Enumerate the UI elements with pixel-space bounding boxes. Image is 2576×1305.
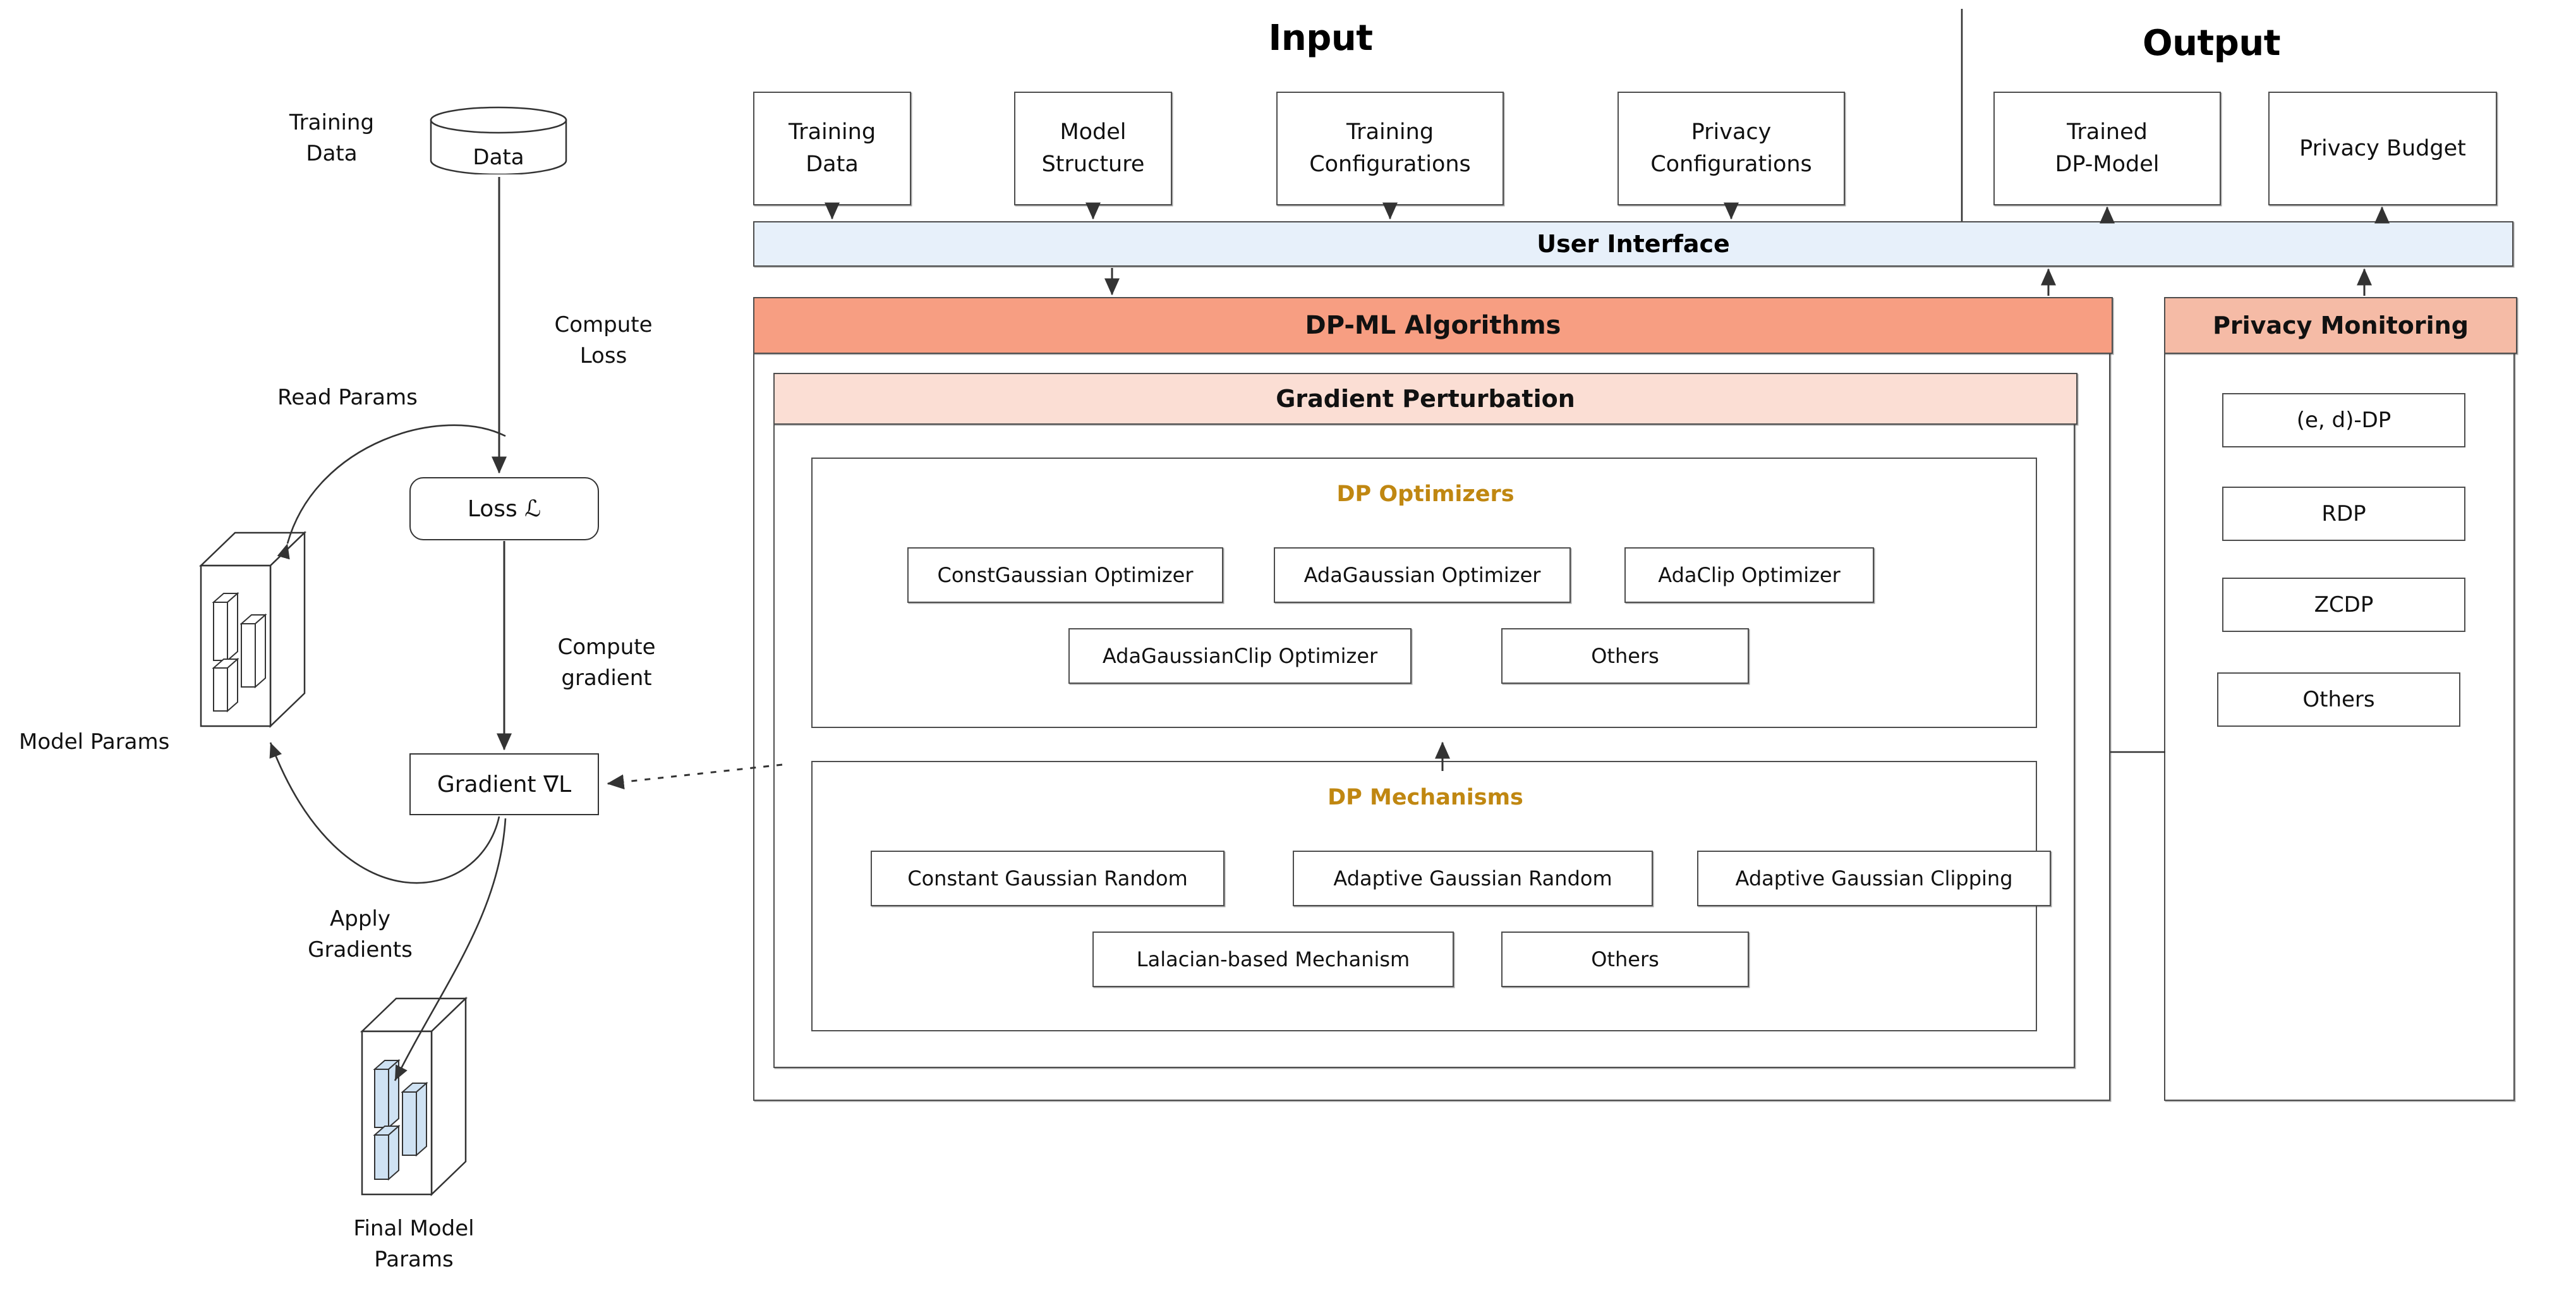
- dp-optimizers-title: DP Optimizers: [1336, 482, 1515, 507]
- dp-optimizer-constgaussian[interactable]: ConstGaussian Optimizer: [907, 547, 1223, 603]
- final-model-params-label: Final Model Params: [353, 1216, 475, 1273]
- privacy-monitoring-panel: Privacy Monitoring (e, d)-DP RDP ZCDP Ot…: [2164, 297, 2517, 1101]
- apply-gradients-label: Apply Gradients: [308, 906, 413, 963]
- dp-optimizer-adaclip[interactable]: AdaClip Optimizer: [1624, 547, 1874, 603]
- compute-gradient-label: Compute gradient: [557, 634, 656, 691]
- model-params-label: Model Params: [19, 729, 170, 755]
- dp-mechanism-constant-gaussian-random[interactable]: Constant Gaussian Random: [871, 851, 1225, 906]
- input-section-title: Input: [1268, 18, 1373, 59]
- dp-optimizer-others[interactable]: Others: [1501, 628, 1749, 684]
- output-box-trained-dp-model[interactable]: Trained DP-Model: [1993, 92, 2221, 205]
- data-cylinder: [430, 106, 567, 176]
- input-box-model-structure[interactable]: Model Structure: [1014, 92, 1172, 205]
- dp-optimizer-adagaussian[interactable]: AdaGaussian Optimizer: [1274, 547, 1571, 603]
- gradient-perturbation-header: Gradient Perturbation: [773, 373, 2077, 425]
- gradient-node: Gradient ∇L: [409, 753, 599, 815]
- dp-mechanisms-title: DP Mechanisms: [1327, 785, 1523, 810]
- compute-loss-label: Compute Loss: [554, 312, 653, 369]
- privacy-monitoring-item-ed-dp[interactable]: (e, d)-DP: [2222, 393, 2465, 447]
- privacy-monitoring-item-others[interactable]: Others: [2217, 672, 2460, 727]
- input-box-privacy-configurations[interactable]: Privacy Configurations: [1618, 92, 1845, 205]
- gradient-perturbation-panel: Gradient Perturbation DP Optimizers Cons…: [773, 373, 2077, 1068]
- dp-optimizer-adagaussianclip[interactable]: AdaGaussianClip Optimizer: [1068, 628, 1412, 684]
- model-params-block: [196, 528, 310, 736]
- dp-mechanisms-group: DP Mechanisms Constant Gaussian Random A…: [811, 761, 2051, 1031]
- datastore-label: Data: [473, 145, 524, 170]
- dpml-algorithms-panel: DP-ML Algorithms Gradient Perturbation D…: [753, 297, 2113, 1101]
- dp-mechanism-lalacian-based[interactable]: Lalacian-based Mechanism: [1092, 932, 1454, 987]
- dp-mechanism-others[interactable]: Others: [1501, 932, 1749, 987]
- output-section-title: Output: [2143, 23, 2280, 64]
- dpml-algorithms-header: DP-ML Algorithms: [753, 297, 2113, 354]
- final-model-params-block: [357, 992, 471, 1207]
- read-params-label: Read Params: [277, 385, 418, 410]
- training-data-text-label: Training Data: [289, 110, 375, 167]
- input-box-training-configurations[interactable]: Training Configurations: [1276, 92, 1504, 205]
- dp-mechanism-adaptive-gaussian-clipping[interactable]: Adaptive Gaussian Clipping: [1697, 851, 2051, 906]
- dp-mechanism-adaptive-gaussian-random[interactable]: Adaptive Gaussian Random: [1293, 851, 1653, 906]
- privacy-monitoring-item-rdp[interactable]: RDP: [2222, 487, 2465, 541]
- input-box-training-data[interactable]: Training Data: [753, 92, 911, 205]
- output-box-privacy-budget[interactable]: Privacy Budget: [2268, 92, 2497, 205]
- dp-optimizers-group: DP Optimizers ConstGaussian Optimizer Ad…: [811, 458, 2037, 728]
- user-interface-bar[interactable]: User Interface: [753, 221, 2513, 267]
- loss-node: Loss ℒ: [409, 477, 599, 540]
- privacy-monitoring-item-zcdp[interactable]: ZCDP: [2222, 578, 2465, 632]
- privacy-monitoring-header: Privacy Monitoring: [2164, 297, 2517, 354]
